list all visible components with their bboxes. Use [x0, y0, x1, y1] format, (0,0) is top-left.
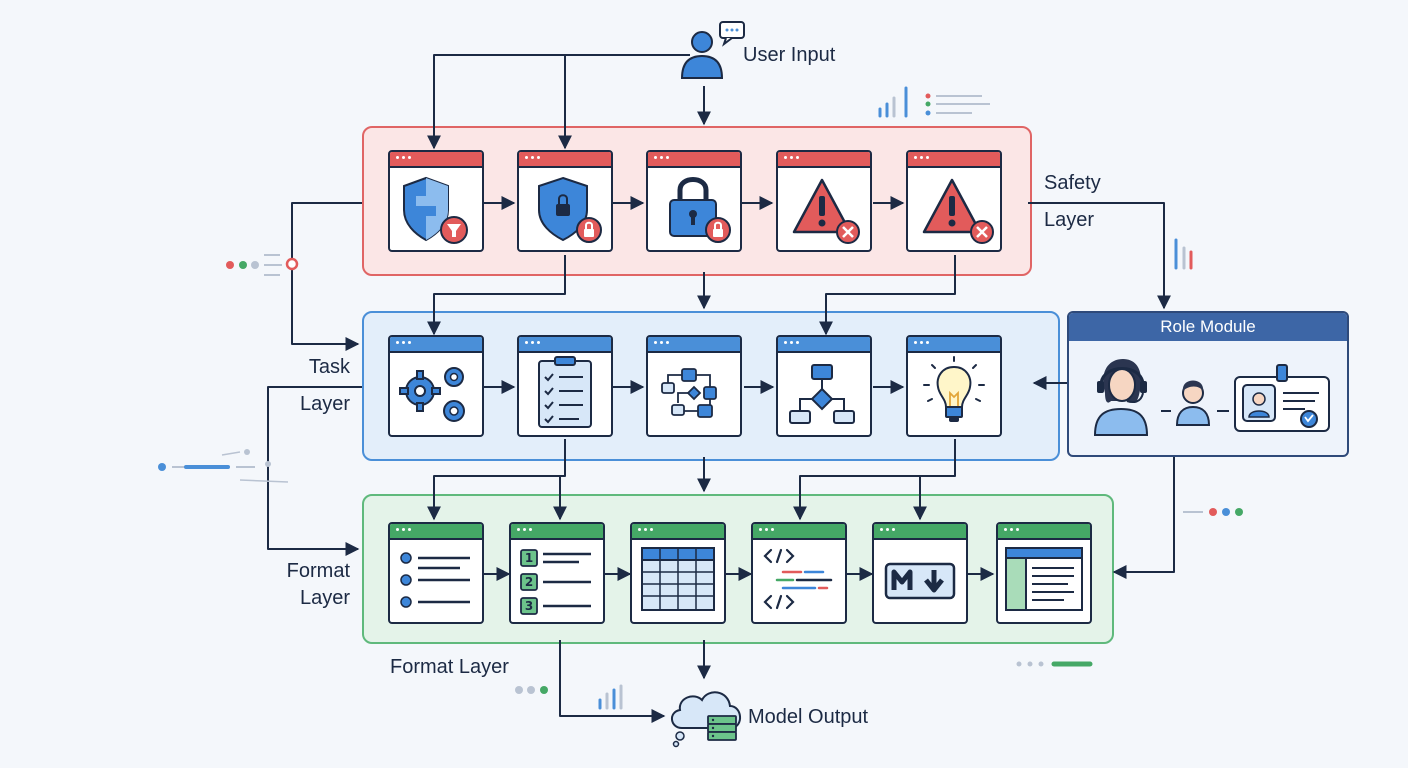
numbered-list-card: 1 2 3 — [509, 522, 605, 624]
gears-card — [388, 335, 484, 437]
checklist-icon — [538, 356, 592, 428]
table-card — [630, 522, 726, 624]
shield-filter-card — [388, 150, 484, 252]
padlock-card — [646, 150, 742, 252]
warning-block-card-2 — [906, 150, 1002, 252]
safety-layer-label-line1: Safety — [1044, 172, 1101, 194]
lightbulb-card — [906, 335, 1002, 437]
shield-lock-icon — [538, 176, 602, 243]
safety-layer-label-line2: Layer — [1044, 209, 1095, 231]
user-input-icon — [680, 21, 745, 79]
flowchart-icon — [661, 368, 717, 418]
shield-lock-card — [517, 150, 613, 252]
warning-block-card-1 — [776, 150, 872, 252]
task-layer-label-line1: Task — [308, 356, 350, 378]
support-agent-icon — [1093, 359, 1149, 436]
numbered-item-2: 2 — [525, 575, 533, 589]
format-layer-label-line2: Layer — [299, 587, 350, 609]
code-card — [751, 522, 847, 624]
markdown-card — [872, 522, 968, 624]
role-module-illustration — [1093, 359, 1330, 436]
shield-filter-icon — [403, 176, 468, 244]
role-module: Role Module — [1067, 311, 1349, 457]
numbered-item-3: 3 — [525, 599, 533, 613]
flowchart-card — [646, 335, 742, 437]
padlock-icon — [669, 177, 731, 243]
markdown-icon — [884, 562, 956, 600]
lightbulb-icon — [923, 356, 985, 422]
decorative-marks — [158, 86, 1243, 710]
decision-tree-card — [776, 335, 872, 437]
model-output-label: Model Output — [748, 706, 869, 728]
numbered-list-icon: 1 2 3 — [520, 549, 591, 615]
table-icon — [641, 547, 715, 611]
id-badge-icon — [1234, 364, 1330, 432]
layout-card — [996, 522, 1092, 624]
layout-icon — [1005, 547, 1083, 611]
bullet-list-icon — [400, 552, 470, 608]
checklist-card — [517, 335, 613, 437]
warning-block-icon — [922, 178, 994, 244]
task-layer-label-line2: Layer — [299, 393, 350, 415]
model-output-icon — [671, 691, 741, 748]
bullet-list-card — [388, 522, 484, 624]
format-layer-caption: Format Layer — [390, 656, 509, 678]
format-layer-label-line1: Format — [286, 560, 350, 582]
user-avatar-icon — [1175, 380, 1211, 426]
numbered-item-1: 1 — [525, 551, 533, 565]
role-module-title: Role Module — [1069, 313, 1347, 341]
user-input-label: User Input — [743, 44, 836, 66]
gears-icon — [399, 367, 465, 422]
code-icon — [763, 548, 833, 610]
decision-tree-icon — [789, 364, 855, 424]
warning-block-icon — [792, 178, 860, 244]
